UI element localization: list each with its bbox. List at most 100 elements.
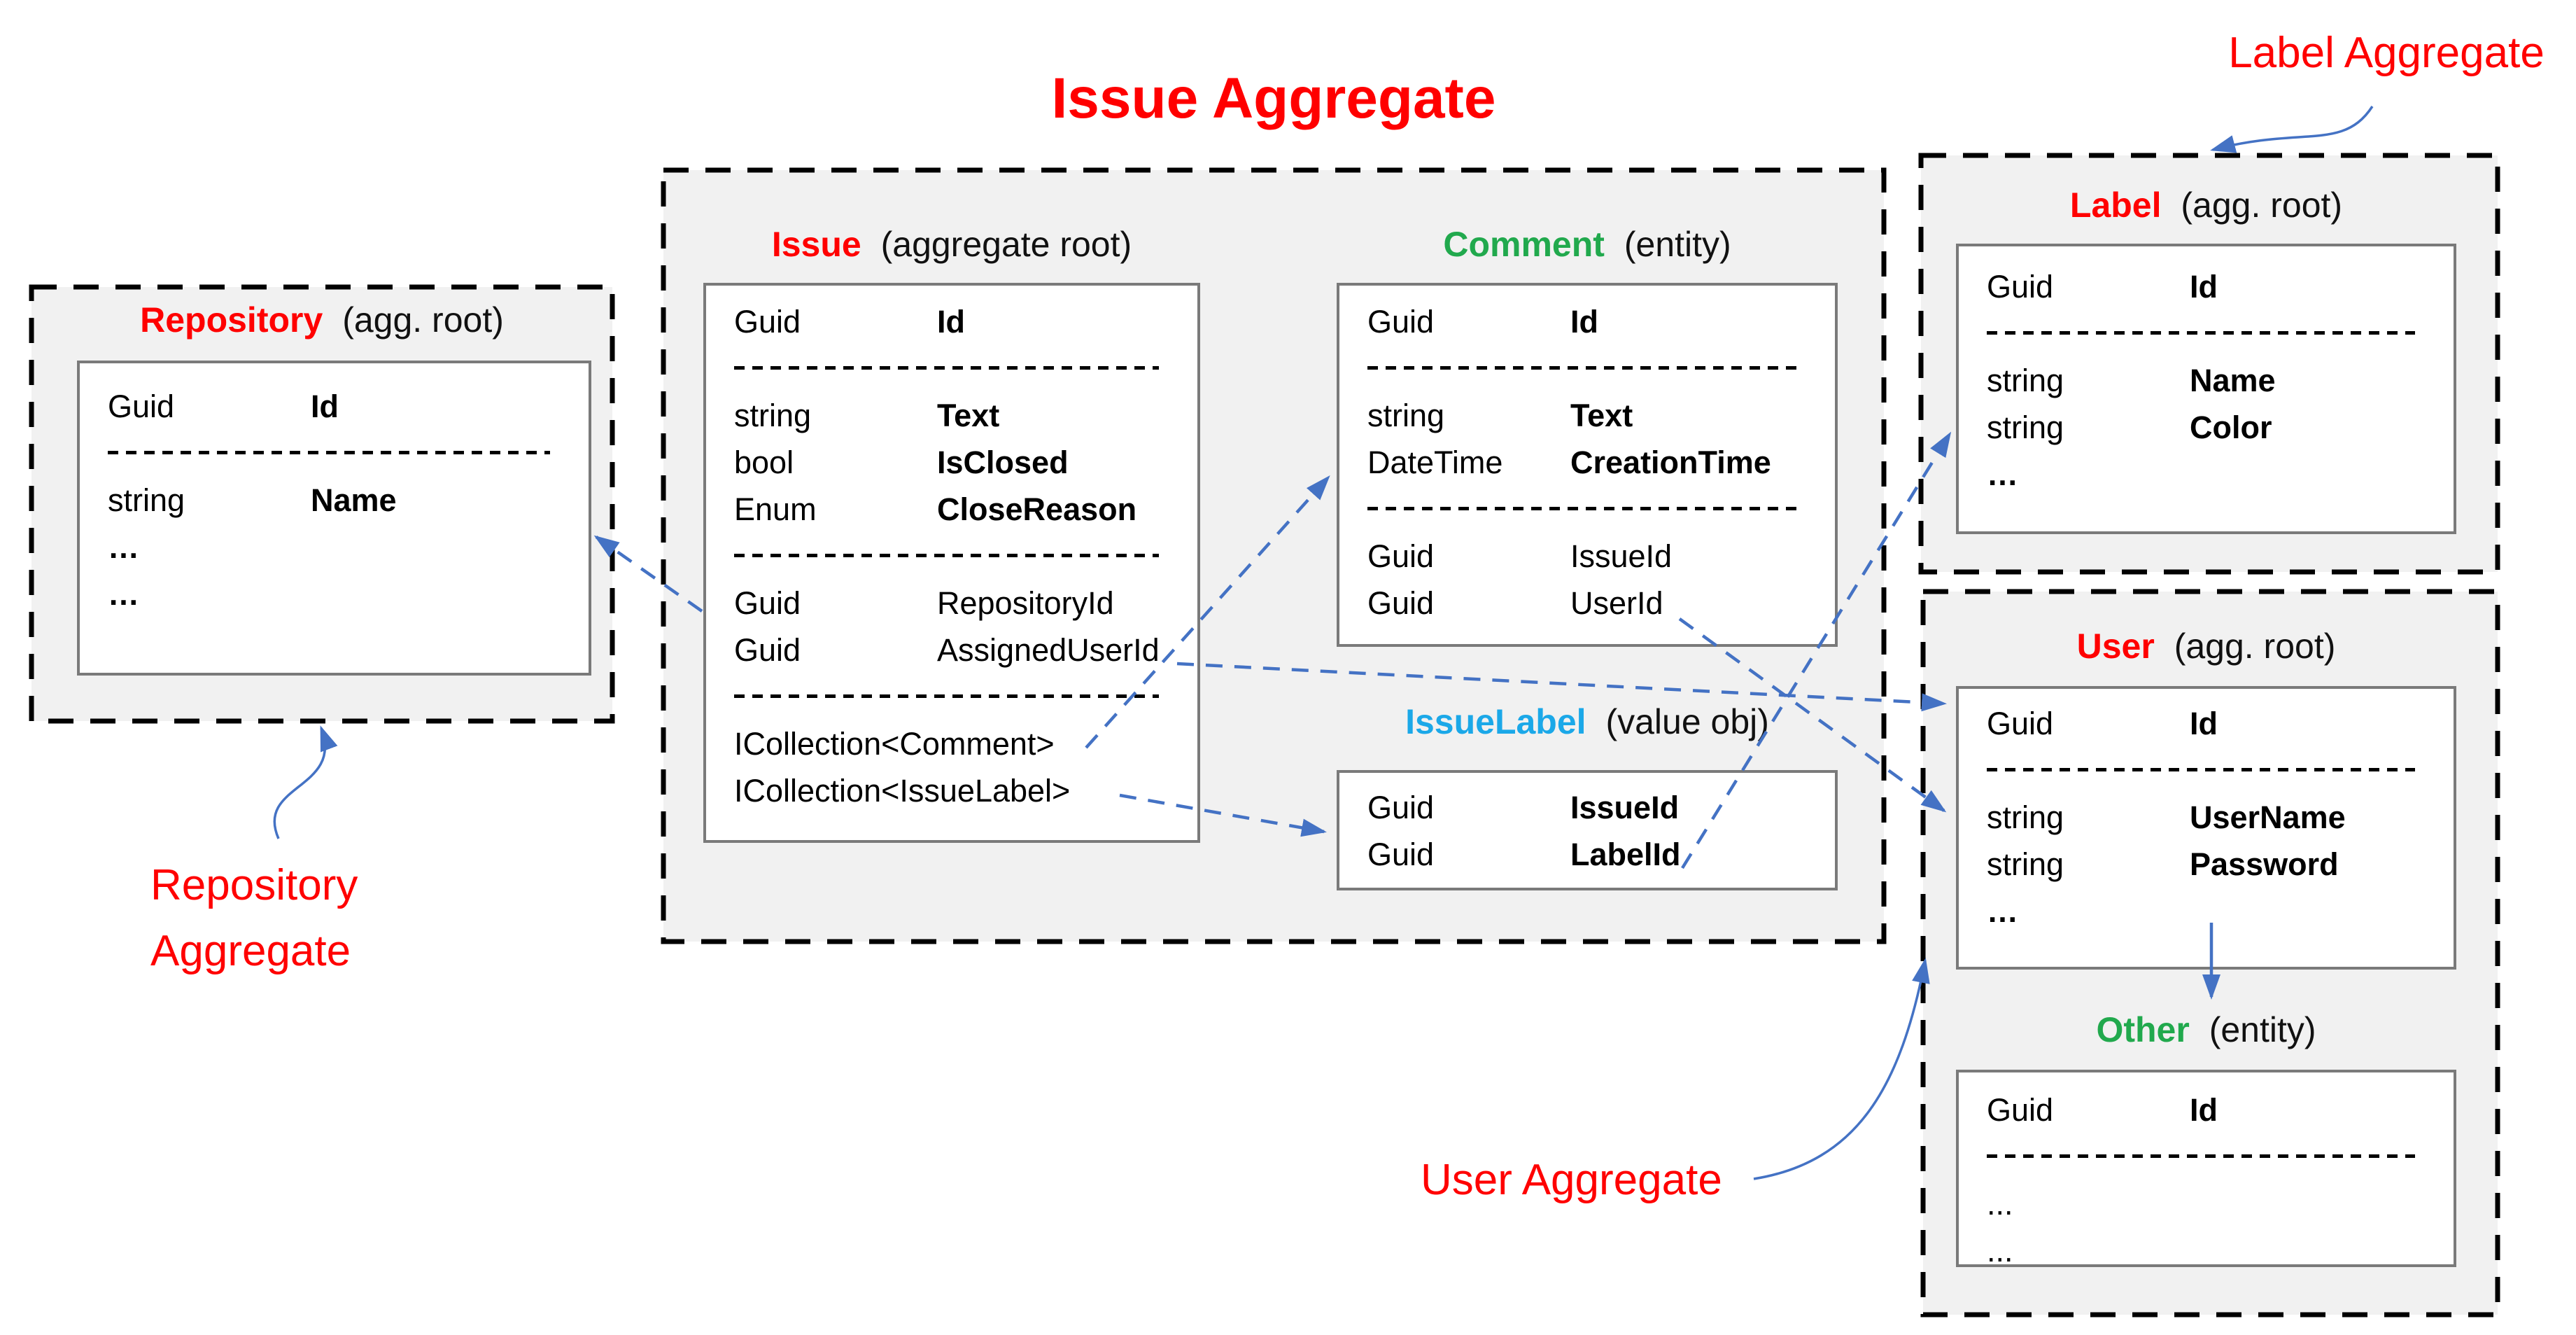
attribute-type: … xyxy=(108,529,139,565)
attribute-type: string xyxy=(1987,362,2064,398)
label-row-divider xyxy=(1959,310,2454,357)
attribute-type: Guid xyxy=(734,585,801,621)
attribute-type: bool xyxy=(734,444,794,480)
other-attribute-row: ... xyxy=(1959,1180,2454,1227)
label-name: Label xyxy=(2069,186,2162,225)
issue-attribute-row: ICollection<IssueLabel> xyxy=(706,767,1197,814)
attribute-name: Text xyxy=(1570,397,1633,433)
attribute-type: … xyxy=(108,575,139,612)
attribute-type: ICollection<Comment> xyxy=(734,725,1055,762)
attribute-name: Text xyxy=(937,397,1000,433)
issuelabel-title: IssueLabel (value obj) xyxy=(1337,701,1838,742)
repository-attribute-row: … xyxy=(80,571,589,617)
attribute-type: string xyxy=(1367,397,1445,433)
repository-attribute-row: … xyxy=(80,524,589,571)
attribute-name: Id xyxy=(2190,1091,2218,1128)
repository-aggregate-annotation: Repository Aggregate xyxy=(150,853,358,984)
divider-line xyxy=(734,554,1159,557)
attribute-type: ICollection<IssueLabel> xyxy=(734,772,1071,809)
attribute-name: Password xyxy=(2190,846,2339,882)
issue-row-divider xyxy=(706,345,1197,392)
attribute-name: Color xyxy=(2190,409,2272,445)
divider-line xyxy=(1367,366,1796,370)
repository-name: Repository xyxy=(140,300,323,340)
repository-qualifier: (agg. root) xyxy=(342,300,504,340)
attribute-type: … xyxy=(1987,456,2018,492)
other-attribute-row: Guid Id xyxy=(1959,1086,2454,1133)
attribute-type: Guid xyxy=(734,303,801,340)
attribute-type: DateTime xyxy=(1367,444,1503,480)
issue-qualifier: (aggregate root) xyxy=(880,225,1132,264)
user-attribute-row: … xyxy=(1959,888,2454,935)
attribute-name: LabelId xyxy=(1570,836,1681,872)
attribute-type: ... xyxy=(1987,1232,2013,1268)
issue-attribute-row: string Text xyxy=(706,392,1197,439)
other-box: Guid Id...... xyxy=(1956,1070,2456,1268)
issue-name: Issue xyxy=(771,225,861,264)
issue-attribute-row: ICollection<Comment> xyxy=(706,720,1197,767)
other-row-divider xyxy=(1959,1133,2454,1180)
attribute-type: Guid xyxy=(1987,1091,2054,1128)
attribute-name: IssueId xyxy=(1570,789,1680,825)
divider-line xyxy=(108,451,550,454)
divider-line xyxy=(734,694,1159,698)
attribute-name: Name xyxy=(2190,362,2276,398)
repository-aggregate-annotation-line1: Repository xyxy=(150,861,358,909)
attribute-type: Guid xyxy=(1367,585,1435,621)
comment-attribute-row: Guid IssueId xyxy=(1339,533,1835,580)
user-aggregate-annotation: User Aggregate xyxy=(1421,1156,1722,1204)
attribute-type: Guid xyxy=(1367,303,1435,340)
issuelabel-attribute-row: Guid LabelId xyxy=(1339,831,1835,878)
repository-aggregate-annotation-line2: Aggregate xyxy=(150,927,351,975)
issuelabel-name: IssueLabel xyxy=(1405,702,1586,741)
comment-row-divider xyxy=(1339,486,1835,533)
label-attribute-row: Guid Id xyxy=(1959,263,2454,310)
other-attribute-row: ... xyxy=(1959,1227,2454,1274)
comment-attribute-row: Guid Id xyxy=(1339,298,1835,345)
attribute-type: Guid xyxy=(734,631,801,668)
attribute-name: UserName xyxy=(2190,799,2346,835)
other-title: Other (entity) xyxy=(1956,1009,2456,1050)
attribute-type: Guid xyxy=(1367,836,1435,872)
user-row-divider xyxy=(1959,747,2454,794)
attribute-type: Guid xyxy=(1987,268,2054,305)
comment-row-divider xyxy=(1339,345,1835,392)
attribute-name: RepositoryId xyxy=(937,585,1114,621)
other-name: Other xyxy=(2096,1010,2190,1049)
issue-row-divider xyxy=(706,673,1197,720)
divider-line xyxy=(1987,1154,2415,1158)
divider-line xyxy=(734,366,1159,370)
attribute-name: Id xyxy=(1570,303,1598,340)
label-attribute-row: string Name xyxy=(1959,357,2454,404)
user-qualifier: (agg. root) xyxy=(2174,627,2336,666)
attribute-name: IssueId xyxy=(1570,538,1673,574)
attribute-type: Guid xyxy=(1367,538,1435,574)
attribute-type: string xyxy=(734,397,812,433)
divider-line xyxy=(1987,768,2415,771)
attribute-type: string xyxy=(108,482,185,518)
attribute-name: Id xyxy=(2190,268,2218,305)
attribute-type: string xyxy=(1987,409,2064,445)
label-attribute-row: string Color xyxy=(1959,404,2454,451)
comment-attribute-row: string Text xyxy=(1339,392,1835,439)
divider-line xyxy=(1987,331,2415,335)
attribute-type: Enum xyxy=(734,491,817,527)
attribute-name: CloseReason xyxy=(937,491,1137,527)
attribute-name: Id xyxy=(2190,705,2218,741)
label-attribute-row: … xyxy=(1959,451,2454,498)
repository-row-divider xyxy=(80,430,589,477)
attribute-type: ... xyxy=(1987,1185,2013,1222)
